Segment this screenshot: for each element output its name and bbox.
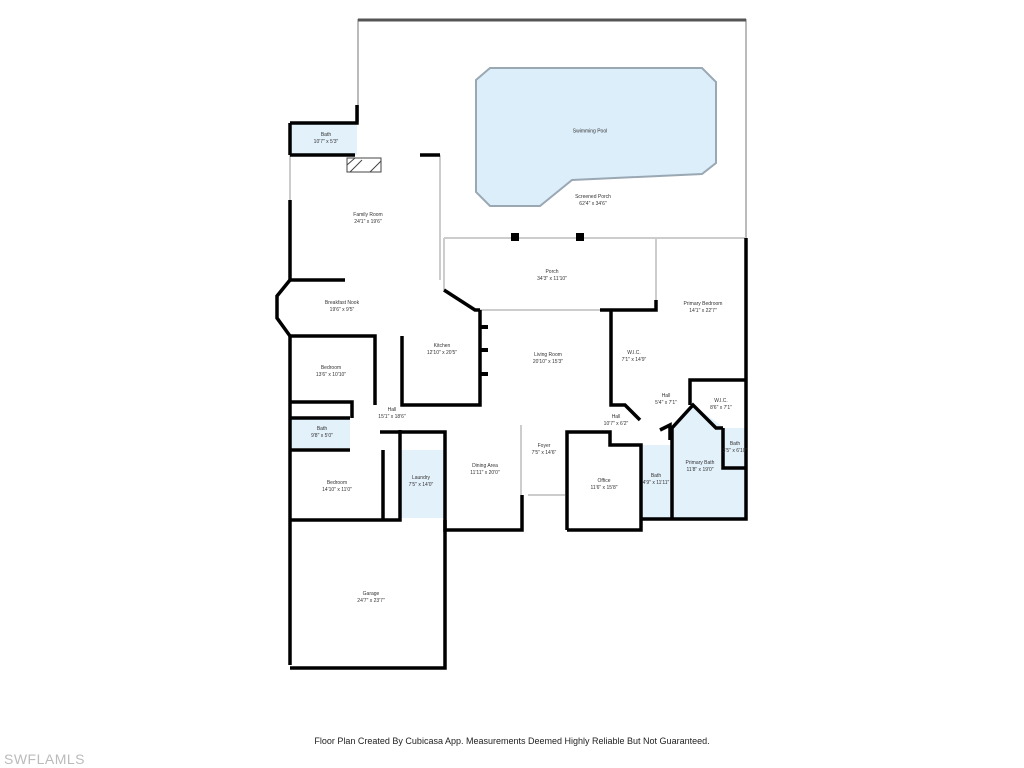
bath-fill-3	[641, 445, 672, 519]
room-label-wic: W.I.C.8'6" x 7'1"	[710, 398, 732, 412]
disclaimer-footer: Floor Plan Created By Cubicasa App. Meas…	[314, 736, 710, 746]
wet-room-fills	[290, 123, 746, 519]
room-name: Garage	[362, 591, 380, 597]
room-name: Bedroom	[326, 480, 348, 486]
swimming-pool	[475, 67, 717, 207]
room-dims: 34'3" x 11'10"	[537, 276, 567, 282]
room-name: Foyer	[537, 443, 551, 449]
primary-bath-fill	[672, 405, 746, 519]
room-name: Office	[597, 478, 611, 484]
room-dims: 11'11" x 20'0"	[470, 470, 500, 476]
room-name: Bedroom	[320, 365, 342, 371]
bath-fill-1	[290, 123, 357, 155]
room-dims: 13'6" x 10'10"	[315, 372, 347, 378]
room-label-wic: W.I.C.7'1" x 14'9"	[622, 350, 647, 364]
room-name: Dining Area	[472, 463, 498, 469]
room-name: Swimming Pool	[572, 128, 608, 135]
watermark: SWFLAMLS	[4, 751, 86, 767]
walls	[275, 105, 748, 670]
room-name: Family Room	[353, 212, 383, 218]
room-name: Bath	[650, 473, 662, 479]
room-dims: 10'7" x 6'2"	[603, 421, 629, 427]
room-name: Bath	[316, 426, 328, 432]
room-dims: 20'10" x 15'3"	[532, 359, 564, 365]
room-name: Breakfast Nook	[324, 300, 360, 306]
room-name: Living Room	[534, 352, 562, 358]
room-dims: 14'1" x 22'7"	[689, 308, 717, 314]
room-dims: 24'7" x 23'7"	[357, 598, 385, 604]
room-dims: 4'9" x 11'11"	[642, 480, 670, 486]
room-dims: 9'8" x 5'0"	[311, 433, 333, 439]
room-dims: 11'8" x 19'0"	[686, 467, 714, 473]
room-dims: 10'7" x 5'3"	[313, 139, 339, 145]
room-name: Primary Bath	[685, 460, 715, 466]
room-dims: 14'10" x 11'0"	[322, 487, 352, 493]
room-name: Hall	[387, 407, 397, 413]
room-name: Kitchen	[433, 343, 451, 349]
room-name: Screened Porch	[575, 194, 611, 200]
room-name: Hall	[611, 414, 621, 420]
room-name: Laundry	[411, 475, 431, 481]
room-dims: 12'10" x 20'5"	[426, 350, 458, 356]
bath-fill-2	[290, 418, 350, 448]
room-name: Bath	[320, 132, 332, 138]
room-name: W.I.C.	[714, 398, 728, 404]
room-dims: 62'4" x 34'6"	[579, 201, 607, 207]
room-dims: 7'1" x 14'9"	[621, 357, 647, 363]
room-name: W.I.C.	[627, 350, 641, 356]
room-name: Porch	[545, 269, 559, 275]
room-name: Hall	[661, 393, 671, 399]
room-dims: 3'5" x 6'10"	[722, 448, 748, 454]
room-dims: 7'5" x 14'6"	[531, 450, 557, 456]
room-dims: 8'6" x 7'1"	[710, 405, 732, 411]
laundry-fill	[400, 450, 445, 518]
room-dims: 24'1" x 19'6"	[354, 219, 382, 225]
room-dims: 11'6" x 15'8"	[590, 485, 618, 491]
room-name: Primary Bedroom	[683, 301, 723, 307]
columns	[480, 233, 584, 376]
room-dims: 19'6" x 9'5"	[329, 307, 355, 313]
room-dims: 15'1" x 18'6"	[378, 414, 406, 420]
room-label-swimming-pool: Swimming Pool	[573, 129, 607, 136]
room-dims: 5'4" x 7'1"	[655, 400, 677, 406]
room-dims: 7'5" x 14'0"	[408, 482, 434, 488]
room-name: Bath	[729, 441, 741, 447]
fireplace	[346, 157, 382, 173]
